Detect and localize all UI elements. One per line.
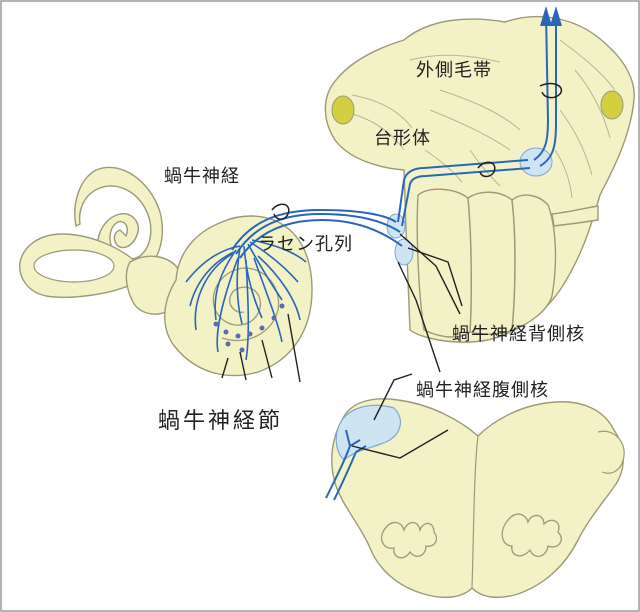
cochlear-nerve-bundle (231, 208, 403, 259)
ventral-nucleus-upper (394, 238, 414, 266)
lateral-canal-hole (33, 249, 115, 283)
label-trapezoid-body: 台形体 (374, 128, 431, 149)
ascending-pathway (397, 13, 557, 227)
pons-lobe-left (416, 188, 473, 338)
medulla-bump (597, 430, 625, 474)
olive-left (380, 521, 438, 559)
lemniscus-marker (539, 82, 563, 99)
arrow-up-icon (550, 6, 562, 26)
brainstem-outline (324, 15, 635, 343)
cochlea-outer (164, 215, 313, 377)
medulla-midline (471, 435, 479, 589)
arrow-up-icon (540, 6, 552, 26)
right-colliculus-spot (600, 90, 624, 120)
label-rasen-foramen: ラセン孔列 (258, 234, 353, 255)
label-spiral-ganglion: 蝸牛神経節 (158, 409, 283, 434)
label-ventral-cochlear-nucleus: 蝸牛神経腹側核 (416, 380, 549, 401)
label-lateral-lemniscus: 外側毛帯 (416, 60, 492, 81)
brainstem (324, 15, 635, 343)
medulla-section (331, 398, 624, 599)
pons-lobe-right (511, 194, 557, 332)
cochlea-spiral (212, 267, 280, 342)
left-colliculus-spot (331, 95, 355, 125)
label-dorsal-cochlear-nucleus: 蝸牛神経背側核 (452, 324, 585, 345)
label-cochlear-nerve: 蝸牛神経 (164, 166, 240, 187)
leader-lines (221, 233, 463, 459)
cochlear-nerve-marker (271, 203, 290, 220)
pons-lobe-center (467, 191, 516, 335)
superior-olive-nucleus (519, 147, 553, 177)
trapezoid-marker (477, 161, 496, 178)
side-stalk (551, 205, 599, 227)
medulla-outline (331, 398, 624, 599)
nerve-root-medulla (325, 429, 367, 501)
spiral-ganglion-dots (213, 303, 285, 353)
olive-right (501, 513, 562, 557)
brainstem-striations (344, 39, 616, 199)
